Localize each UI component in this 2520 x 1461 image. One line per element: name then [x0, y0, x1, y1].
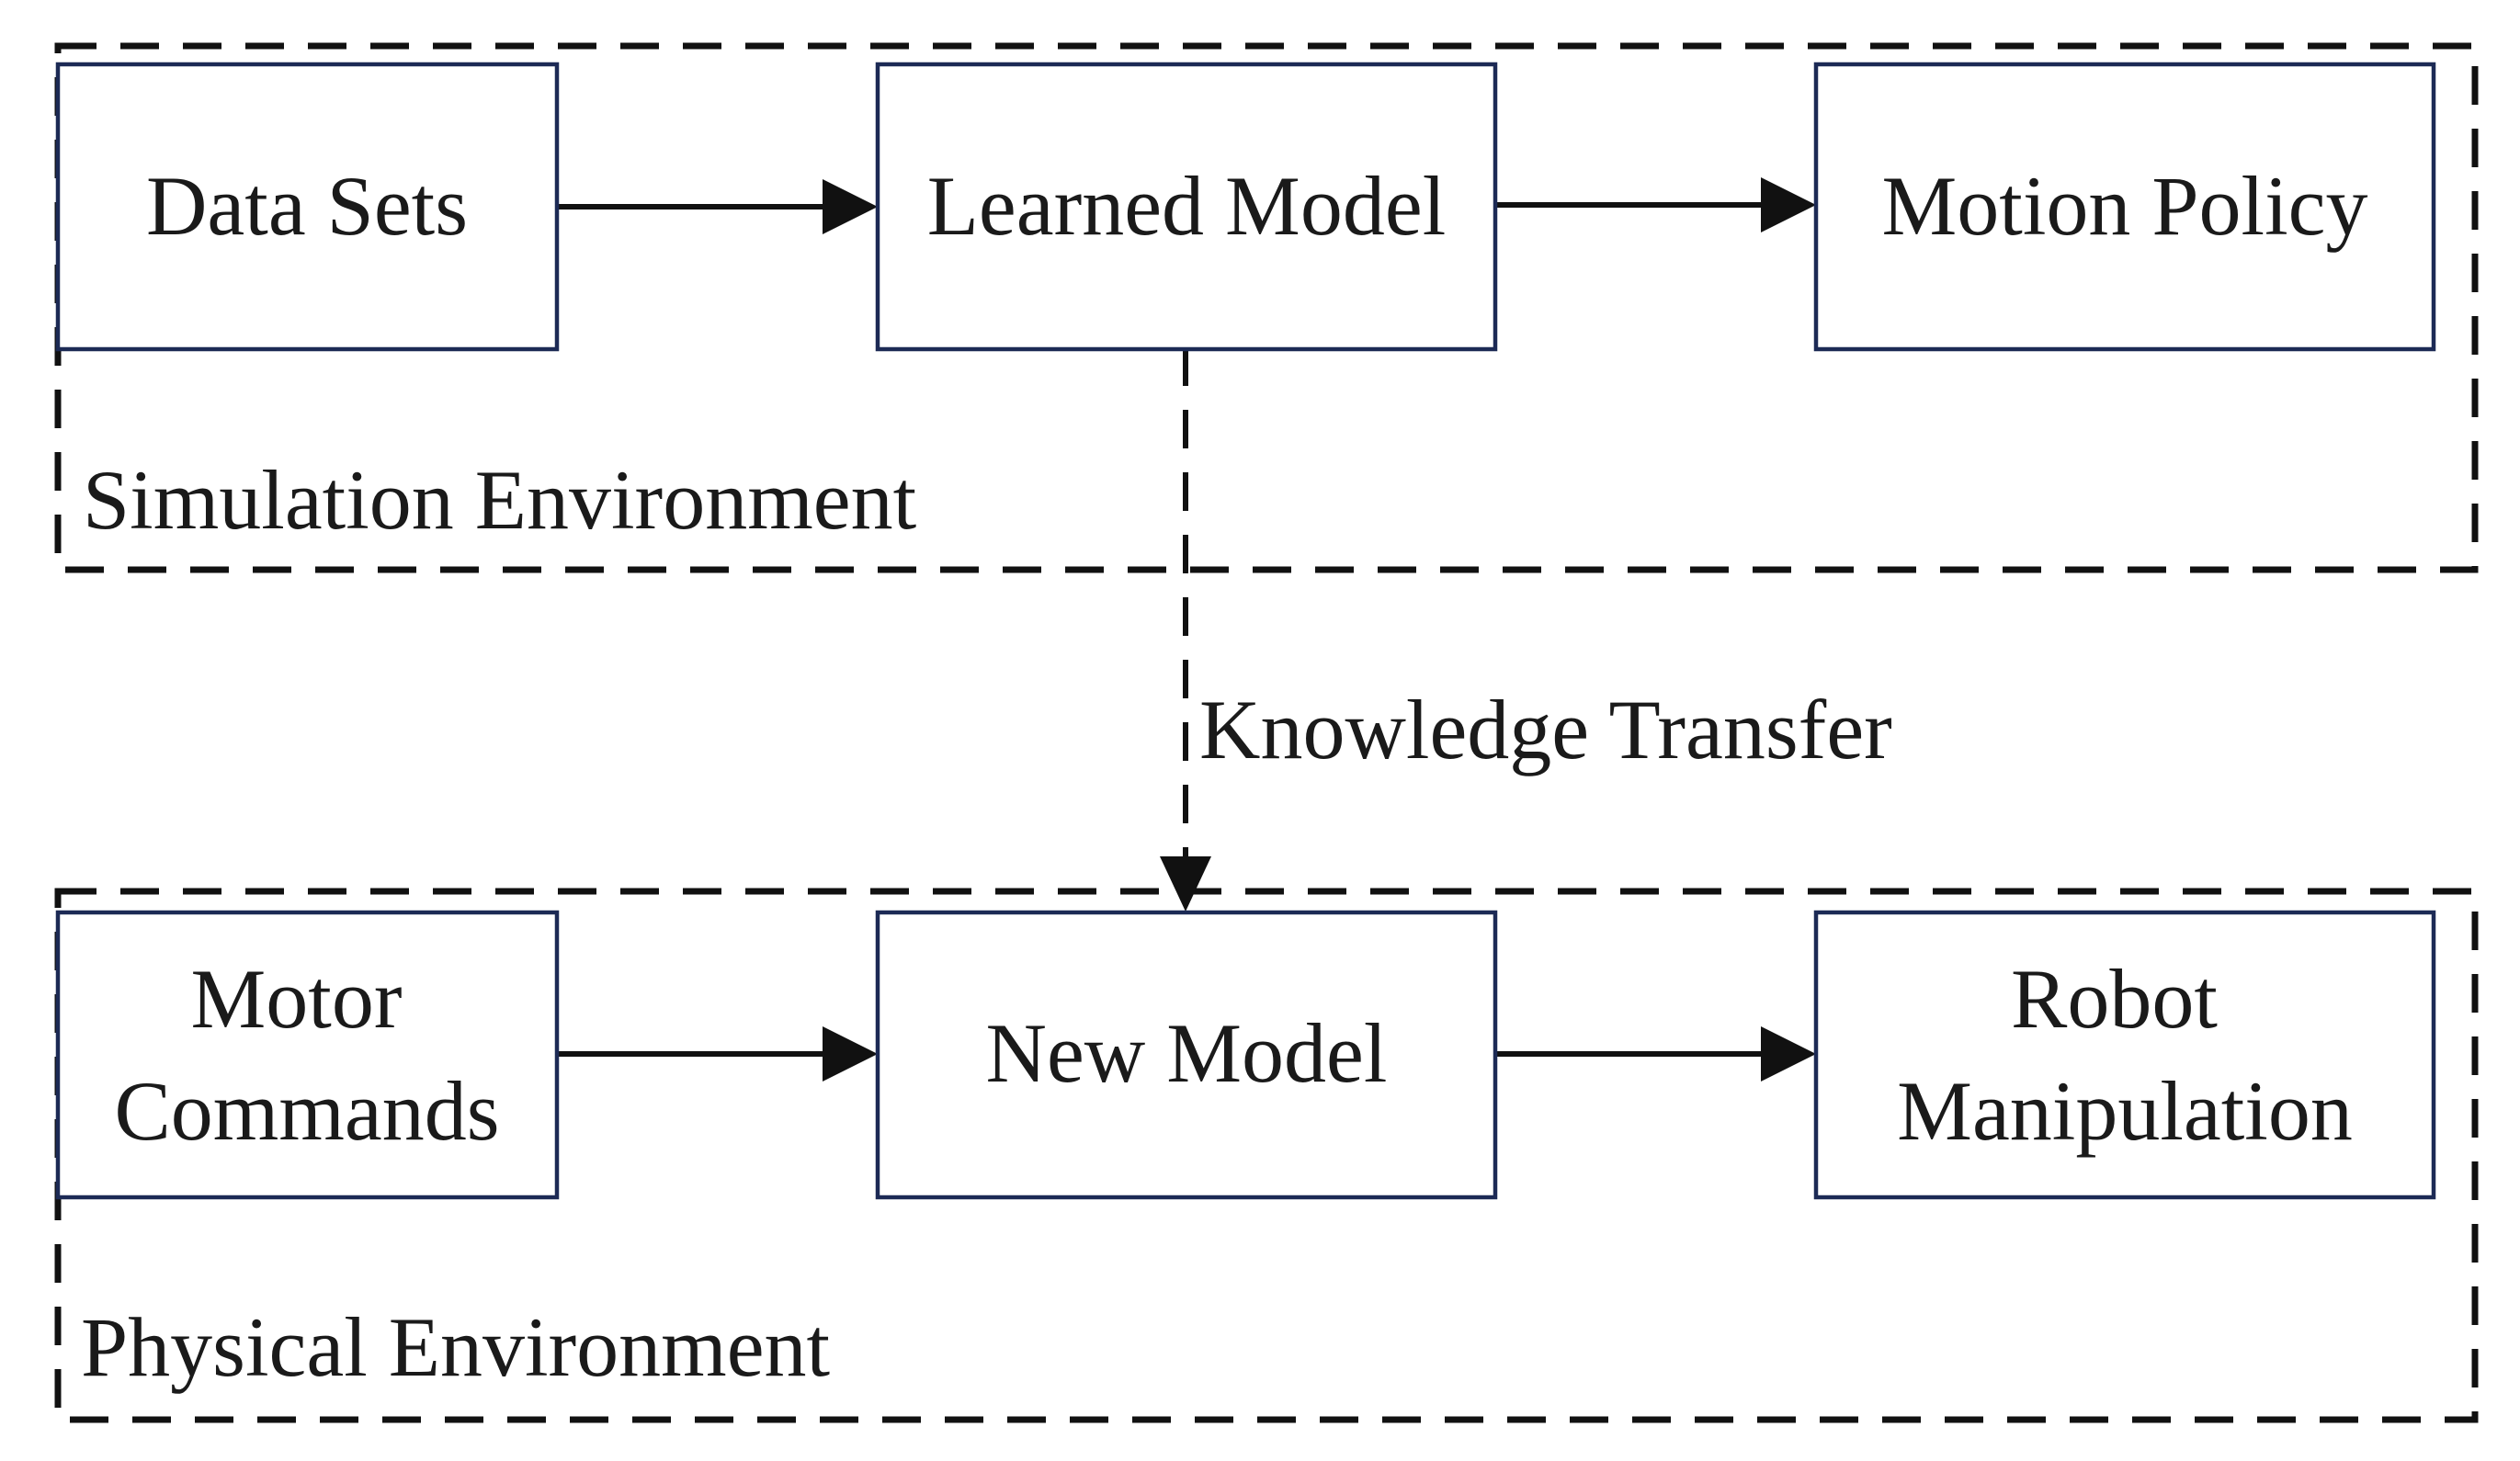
region-simulation-environment: Simulation Environment	[54, 42, 2479, 573]
node-label-line: Robot	[2011, 952, 2218, 1046]
node-label-line: Manipulation	[1897, 1064, 2353, 1158]
node-learned-model: Learned Model	[875, 62, 1498, 352]
node-learned-model-label: Learned Model	[927, 159, 1447, 253]
node-box	[875, 910, 1498, 1200]
edge-knowledge-transfer-label: Knowledge Transfer	[1199, 683, 1892, 776]
node-motor-commands-label: Motor Commands	[114, 952, 499, 1158]
node-box	[875, 62, 1498, 352]
node-motion-policy: Motion Policy	[1813, 62, 2436, 352]
arrow-head	[1761, 177, 1816, 232]
edge-learned-model-to-motion-policy	[1491, 177, 1816, 232]
edge-new-model-to-robot-manipulation	[1491, 1026, 1816, 1082]
node-box	[1813, 62, 2436, 352]
node-box	[1813, 910, 2436, 1200]
node-data-sets-label: Data Sets	[146, 159, 468, 253]
node-box	[55, 910, 560, 1200]
node-new-model: New Model	[875, 910, 1498, 1200]
region-simulation-border	[54, 42, 2479, 573]
node-label-line: Motor	[191, 952, 403, 1046]
node-motor-commands: Motor Commands	[55, 910, 560, 1200]
node-robot-manipulation-label: Robot Manipulation	[1897, 952, 2353, 1158]
node-label-line: Learned Model	[927, 159, 1447, 253]
region-simulation-label: Simulation Environment	[83, 453, 917, 547]
node-label-line: Commands	[114, 1064, 499, 1158]
node-data-sets: Data Sets	[55, 62, 560, 352]
node-motion-policy-label: Motion Policy	[1881, 159, 2367, 253]
node-label-line: Motion Policy	[1881, 159, 2367, 253]
node-label-line: Data Sets	[146, 159, 468, 253]
arrow-head	[1160, 856, 1211, 912]
arrow-head	[1761, 1026, 1816, 1082]
edge-data-sets-to-learned-model	[556, 179, 878, 234]
node-new-model-label: New Model	[986, 1006, 1388, 1100]
region-physical-label: Physical Environment	[81, 1300, 831, 1394]
node-robot-manipulation: Robot Manipulation	[1813, 910, 2436, 1200]
arrow-head	[823, 1026, 878, 1082]
arrow-head	[823, 179, 878, 234]
edge-motor-commands-to-new-model	[556, 1026, 878, 1082]
node-label-line: New Model	[986, 1006, 1388, 1100]
edge-knowledge-transfer: Knowledge Transfer	[1160, 347, 1892, 912]
node-box	[55, 62, 560, 352]
